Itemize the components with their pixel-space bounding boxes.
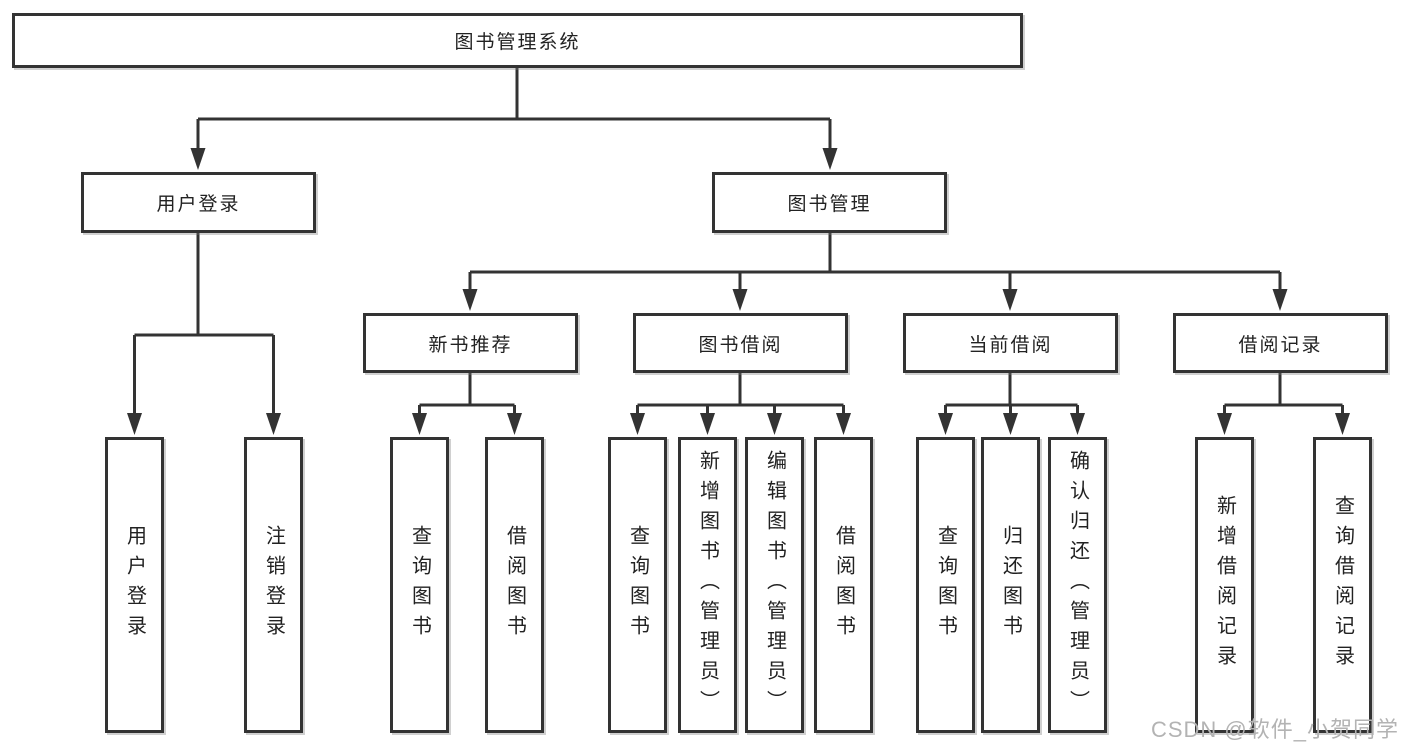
node-label: 查询图书 (626, 525, 649, 645)
node-user-login-branch: 用户登录 (81, 172, 316, 233)
node-label: 图书借阅 (698, 334, 783, 356)
node-label: 用户登录 (123, 525, 146, 645)
node-label: 新增图书（管理员） (696, 450, 719, 720)
node-borrowing-records: 借阅记录 (1173, 313, 1388, 373)
node-current-borrowing: 当前借阅 (903, 313, 1118, 373)
node-confirm-return-admin: 确认归还（管理员） (1048, 437, 1107, 733)
node-label: 用户登录 (156, 194, 241, 215)
node-add-book-admin: 新增图书（管理员） (678, 437, 737, 733)
node-book-borrowing: 图书借阅 (633, 313, 848, 373)
node-label: 图书管理 (787, 194, 872, 215)
node-label: 归还图书 (999, 525, 1022, 645)
node-label: 当前借阅 (968, 334, 1053, 356)
node-query-books-borrowing: 查询图书 (608, 437, 667, 733)
node-borrow-books-recommend: 借阅图书 (485, 437, 544, 733)
node-library-management-system: 图书管理系统 (12, 13, 1023, 68)
node-label: 新增借阅记录 (1213, 495, 1236, 675)
node-query-books-recommend: 查询图书 (390, 437, 449, 733)
node-label: 注销登录 (262, 525, 285, 645)
node-edit-book-admin: 编辑图书（管理员） (745, 437, 804, 733)
node-label: 借阅图书 (503, 525, 526, 645)
node-label: 借阅记录 (1238, 334, 1323, 356)
node-label: 查询借阅记录 (1331, 495, 1354, 675)
node-label: 查询图书 (934, 525, 957, 645)
node-label: 确认归还（管理员） (1066, 450, 1089, 720)
node-logout: 注销登录 (244, 437, 303, 733)
node-query-borrow-record: 查询借阅记录 (1313, 437, 1372, 733)
node-add-borrow-record: 新增借阅记录 (1195, 437, 1254, 733)
node-label: 编辑图书（管理员） (763, 450, 786, 720)
node-label: 查询图书 (408, 525, 431, 645)
node-return-books: 归还图书 (981, 437, 1040, 733)
node-label: 新书推荐 (428, 334, 513, 356)
node-new-book-recommend: 新书推荐 (363, 313, 578, 373)
node-query-books-current: 查询图书 (916, 437, 975, 733)
node-label: 借阅图书 (832, 525, 855, 645)
node-label: 图书管理系统 (454, 32, 581, 53)
node-user-login-leaf: 用户登录 (105, 437, 164, 733)
node-book-management: 图书管理 (712, 172, 947, 233)
csdn-watermark: CSDN @软件_小贺同学 (1150, 717, 1399, 742)
node-borrow-books-borrowing: 借阅图书 (814, 437, 873, 733)
